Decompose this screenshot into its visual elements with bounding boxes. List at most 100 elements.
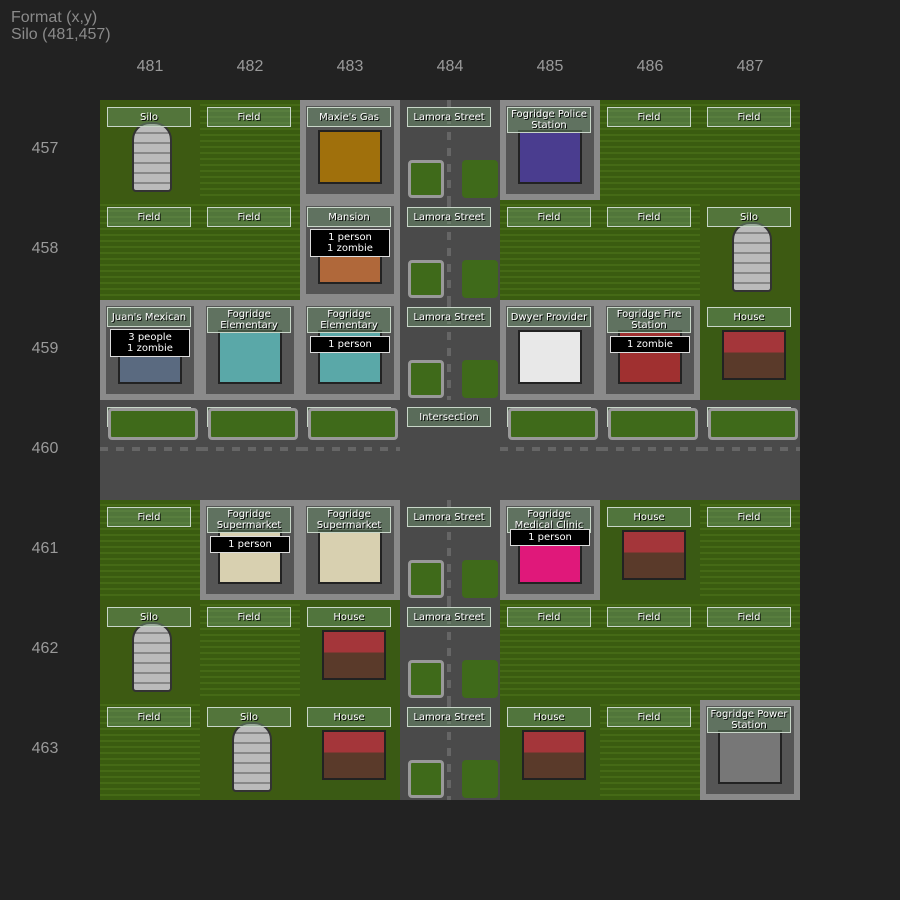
map-tile[interactable]: House — [300, 700, 400, 800]
tile-label: Fogridge Power Station — [707, 707, 791, 733]
map-tile[interactable]: Field — [100, 700, 200, 800]
map-tile[interactable]: House — [500, 700, 600, 800]
coordinate-readout: Format (x,y) Silo (481,457) — [11, 9, 111, 43]
column-header: 486 — [636, 58, 664, 75]
column-header: 482 — [236, 58, 264, 75]
map-tile[interactable]: Fogridge Supermarket — [300, 500, 400, 600]
map-tile[interactable]: Field — [600, 100, 700, 200]
tile-label: Fogridge Elementary — [307, 307, 391, 333]
silo-icon — [132, 622, 172, 692]
tile-label: House — [607, 507, 691, 527]
row-header: 458 — [31, 240, 59, 257]
map-tile[interactable]: Field — [600, 700, 700, 800]
row-header: 457 — [31, 140, 59, 157]
selected-tile-label: Silo (481,457) — [11, 26, 111, 43]
map-tile[interactable]: Field — [600, 600, 700, 700]
house-icon — [322, 630, 386, 680]
tile-label: Field — [507, 607, 591, 627]
occupancy-status: 1 person — [510, 529, 590, 546]
map-tile[interactable]: Duncan Street — [500, 400, 600, 500]
tile-label: Silo — [107, 107, 191, 127]
tile-label: House — [307, 607, 391, 627]
map-tile[interactable]: Fogridge Fire Station 1 zombie — [600, 300, 700, 400]
occupancy-status: 1 zombie — [610, 336, 690, 353]
tile-label: Field — [607, 107, 691, 127]
tile-label: Lamora Street — [407, 107, 491, 127]
map-tile[interactable]: Lamora Street — [400, 300, 500, 400]
row-header: 459 — [31, 340, 59, 357]
occupancy-status: 3 people 1 zombie — [110, 329, 190, 357]
column-header: 483 — [336, 58, 364, 75]
map-tile[interactable]: Field — [700, 500, 800, 600]
map-tile[interactable]: Lamora Street — [400, 100, 500, 200]
silo-icon — [132, 122, 172, 192]
tile-label: Lamora Street — [407, 707, 491, 727]
map-tile[interactable]: Lamora Street — [400, 600, 500, 700]
map-tile[interactable]: Field — [200, 600, 300, 700]
tile-label: Field — [107, 207, 191, 227]
map-tile[interactable]: Lamora Street — [400, 700, 500, 800]
tile-label: Duncan Street — [307, 407, 391, 427]
house-icon — [722, 330, 786, 380]
map-tile[interactable]: Duncan Street — [700, 400, 800, 500]
row-header: 460 — [31, 440, 59, 457]
map-tile[interactable]: Silo — [100, 100, 200, 200]
house-icon — [322, 730, 386, 780]
map-tile[interactable]: Field — [200, 200, 300, 300]
map-tile[interactable]: Field — [700, 600, 800, 700]
map-tile[interactable]: Field — [700, 100, 800, 200]
tile-label: House — [507, 707, 591, 727]
tile-label: Silo — [207, 707, 291, 727]
map-tile[interactable]: House — [300, 600, 400, 700]
building-icon — [218, 330, 282, 384]
column-header: 487 — [736, 58, 764, 75]
tile-label: Fogridge Fire Station — [607, 307, 691, 333]
map-tile[interactable]: Fogridge Police Station — [500, 100, 600, 200]
map-tile[interactable]: Intersection — [400, 400, 500, 500]
map-tile[interactable]: Field — [500, 600, 600, 700]
tile-label: Field — [507, 207, 591, 227]
tile-label: Fogridge Supermarket — [207, 507, 291, 533]
silo-icon — [732, 222, 772, 292]
map-tile[interactable]: Duncan Street — [600, 400, 700, 500]
map-tile[interactable]: Fogridge Power Station — [700, 700, 800, 800]
tile-label: Lamora Street — [407, 507, 491, 527]
map-tile[interactable]: Field — [500, 200, 600, 300]
tile-label: Fogridge Medical Clinic — [507, 507, 591, 533]
tile-label: Duncan Street — [707, 407, 791, 427]
map-tile[interactable]: Field — [600, 200, 700, 300]
map-tile[interactable]: Duncan Street — [200, 400, 300, 500]
map-tile[interactable]: House — [700, 300, 800, 400]
map-tile[interactable]: Field — [200, 100, 300, 200]
map-tile[interactable]: Dwyer Provider — [500, 300, 600, 400]
map-tile[interactable]: Lamora Street — [400, 200, 500, 300]
map-tile[interactable]: House — [600, 500, 700, 600]
row-header: 463 — [31, 740, 59, 757]
tile-label: Field — [107, 507, 191, 527]
map-tile[interactable]: Silo — [100, 600, 200, 700]
column-header: 485 — [536, 58, 564, 75]
tile-label: Field — [707, 607, 791, 627]
tile-label: Duncan Street — [107, 407, 191, 427]
tile-label: Lamora Street — [407, 307, 491, 327]
building-icon — [318, 530, 382, 584]
map-tile[interactable]: Silo — [200, 700, 300, 800]
tile-label: Fogridge Supermarket — [307, 507, 391, 533]
map-tile[interactable]: Field — [100, 200, 200, 300]
occupancy-status: 1 person 1 zombie — [310, 229, 390, 257]
map-tile[interactable]: Silo — [700, 200, 800, 300]
map-tile[interactable]: Duncan Street — [100, 400, 200, 500]
map-tile[interactable]: Maxie's Gas — [300, 100, 400, 200]
map-tile[interactable]: Fogridge Elementary — [200, 300, 300, 400]
tile-label: Field — [707, 107, 791, 127]
tile-label: Field — [607, 207, 691, 227]
map-tile[interactable]: Duncan Street — [300, 400, 400, 500]
map-tile[interactable]: Field — [100, 500, 200, 600]
map-tile[interactable]: Lamora Street — [400, 500, 500, 600]
